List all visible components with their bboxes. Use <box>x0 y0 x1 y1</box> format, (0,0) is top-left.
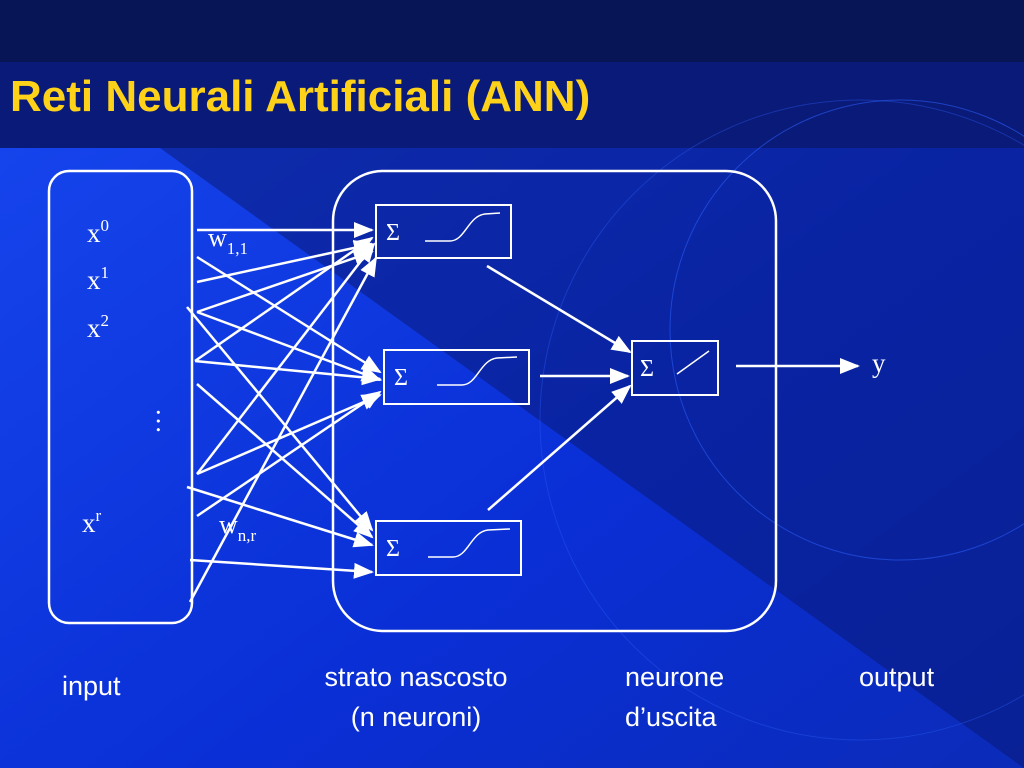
connection <box>196 383 374 539</box>
connection <box>196 242 376 475</box>
sigma-symbol: Σ <box>386 220 400 246</box>
input-x0: x0 <box>87 216 109 248</box>
connection <box>188 256 378 603</box>
label-input: input <box>62 671 121 701</box>
sigmoid-icon <box>437 356 518 386</box>
input-x2: x2 <box>87 311 109 343</box>
input-hidden-connections <box>186 222 382 603</box>
label-hidden-line1: strato nascosto <box>324 662 508 692</box>
label-neuron-line2: d’uscita <box>625 702 717 732</box>
input-xr: xr <box>82 506 102 538</box>
connection <box>486 264 632 354</box>
weight-wnr: wn,r <box>219 510 257 545</box>
connection <box>186 306 374 532</box>
output-neuron: Σ <box>631 340 719 396</box>
connection <box>189 558 374 579</box>
input-x1: x1 <box>87 263 109 295</box>
linear-activation-icon <box>676 350 710 375</box>
hidden-output-connections <box>486 264 860 511</box>
label-hidden-line2: (n neuroni) <box>350 702 482 732</box>
connection <box>194 359 382 386</box>
slide-title: Reti Neurali Artificiali (ANN) <box>10 72 591 121</box>
input-layer-box <box>47 169 194 625</box>
decorative-arc <box>669 99 1024 561</box>
sigma-symbol: Σ <box>386 536 400 562</box>
connection <box>194 236 374 363</box>
connection <box>196 390 382 518</box>
label-output-neuron: neurone d’uscita <box>625 657 724 737</box>
decorative-arc-2 <box>539 99 1024 741</box>
connection <box>196 255 382 374</box>
title-band-top <box>0 0 1024 62</box>
label-neuron-line1: neurone <box>625 662 725 692</box>
hidden-neuron-2: Σ <box>383 349 530 405</box>
connection <box>196 250 374 314</box>
connection <box>196 393 382 476</box>
sigmoid-icon <box>425 212 501 242</box>
hidden-layer-box <box>331 169 778 633</box>
connection <box>487 384 632 511</box>
hidden-neuron-1: Σ <box>375 204 512 259</box>
sigmoid-icon <box>428 528 511 558</box>
connection-wnr <box>186 485 374 548</box>
label-hidden-layer: strato nascosto (n neuroni) <box>300 657 532 737</box>
weight-w11: w1,1 <box>208 223 248 258</box>
sigma-symbol: Σ <box>640 356 654 382</box>
output-y: y <box>872 348 886 378</box>
label-output: output <box>859 662 935 692</box>
sigma-symbol: Σ <box>394 365 408 391</box>
connection <box>196 310 382 382</box>
hidden-neuron-3: Σ <box>375 520 522 576</box>
input-ellipsis: … <box>151 408 180 434</box>
background-shadow-region <box>160 148 1024 768</box>
